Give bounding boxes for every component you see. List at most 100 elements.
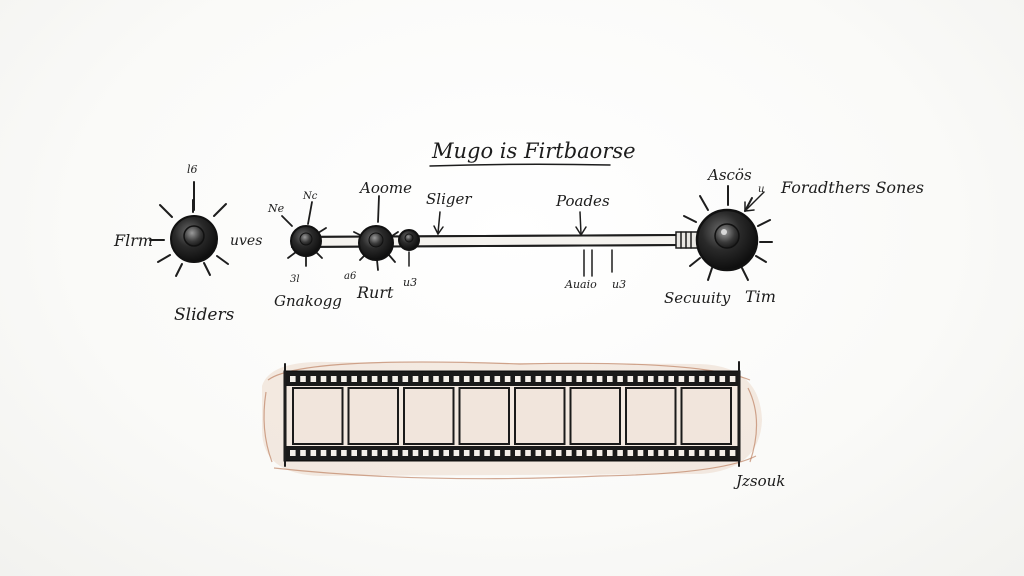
sprocket-hole bbox=[709, 376, 715, 382]
sprocket-hole bbox=[658, 376, 664, 382]
sprocket-hole bbox=[382, 450, 388, 456]
sprocket-hole bbox=[392, 450, 398, 456]
sprocket-hole bbox=[290, 450, 296, 456]
track-ticks bbox=[583, 249, 613, 277]
sprocket-hole bbox=[586, 450, 593, 456]
film-frame bbox=[458, 387, 510, 445]
film-frame bbox=[347, 387, 399, 445]
sprocket-hole bbox=[545, 376, 552, 382]
sprocket-hole bbox=[504, 450, 511, 456]
sprocket-hole bbox=[412, 376, 419, 382]
sprocket-hole bbox=[688, 450, 695, 456]
sprocket-hole bbox=[648, 376, 654, 382]
knob-b-bottom-small-label: a6 bbox=[344, 271, 357, 282]
knob-a-top-right-label: Nc bbox=[302, 191, 318, 202]
sprocket-hole bbox=[627, 376, 634, 382]
sprocket-hole bbox=[320, 450, 327, 456]
sprocket-hole bbox=[515, 450, 521, 456]
sprocket-hole bbox=[412, 450, 419, 456]
sprocket-hole bbox=[423, 450, 429, 456]
sprocket-hole bbox=[719, 450, 726, 456]
sprocket-hole bbox=[300, 376, 306, 382]
sprocket-hole bbox=[545, 450, 552, 456]
sprocket-hole bbox=[617, 450, 623, 456]
knob-b-top-label: Aoome bbox=[358, 179, 412, 197]
left-knob-left-label: Flrm bbox=[113, 231, 153, 250]
sprocket-hole bbox=[648, 450, 654, 456]
sprocket-hole bbox=[637, 450, 644, 456]
film-frames bbox=[292, 387, 732, 445]
film-frame bbox=[514, 387, 566, 445]
sprocket-hole bbox=[586, 376, 593, 382]
signature: Jzsouk bbox=[733, 472, 785, 490]
sprocket-hole bbox=[688, 376, 695, 382]
sprocket-hole bbox=[566, 376, 572, 382]
right-knob-side-label: Foradthers Sones bbox=[780, 178, 924, 197]
sprocket-hole bbox=[555, 450, 562, 456]
sprocket-hole bbox=[555, 376, 562, 382]
sprocket-hole bbox=[515, 376, 521, 382]
knob-a-bottom-label: Gnakogg bbox=[274, 292, 342, 310]
slider-track bbox=[291, 231, 699, 249]
sprocket-hole bbox=[709, 450, 715, 456]
sprocket-hole bbox=[361, 450, 368, 456]
sprocket-hole bbox=[433, 376, 439, 382]
sprocket-hole bbox=[341, 376, 347, 382]
film-frame bbox=[680, 387, 732, 445]
sprocket-hole bbox=[658, 450, 664, 456]
sprocket-hole bbox=[402, 376, 409, 382]
slider-knob-b: Aoome a6 Rurt bbox=[344, 179, 412, 302]
sprocket-hole bbox=[392, 376, 398, 382]
sprocket-hole bbox=[617, 376, 623, 382]
sprocket-hole bbox=[310, 376, 317, 382]
sprocket-hole bbox=[494, 450, 501, 456]
knob-b-bottom-label: Rurt bbox=[356, 283, 394, 302]
sprocket-hole bbox=[719, 376, 726, 382]
sprocket-hole bbox=[494, 376, 501, 382]
left-knob-cap bbox=[183, 225, 205, 247]
right-knob-top-label: Ascös bbox=[706, 166, 752, 184]
right-knob-cap bbox=[714, 223, 740, 249]
sprocket-hole bbox=[320, 376, 327, 382]
sprocket-hole bbox=[330, 450, 337, 456]
sprocket-hole bbox=[699, 376, 705, 382]
knob-a-top-left-label: Ne bbox=[267, 202, 285, 215]
right-knob-bottom-right-label: Tim bbox=[745, 287, 776, 306]
left-knob: l6 Flrm uves Sliders bbox=[113, 163, 262, 325]
left-knob-right-label: uves bbox=[230, 233, 262, 249]
sprocket-hole bbox=[351, 450, 357, 456]
knob-c-bottom-label: u3 bbox=[403, 276, 417, 289]
right-knob-rays bbox=[683, 185, 773, 281]
film-top-band bbox=[285, 372, 739, 386]
sprocket-hole bbox=[668, 376, 674, 382]
sprocket-hole bbox=[607, 376, 613, 382]
track-thread bbox=[675, 231, 699, 249]
sprocket-hole bbox=[371, 450, 378, 456]
sprocket-hole bbox=[535, 450, 542, 456]
sprocket-hole bbox=[463, 376, 470, 382]
sprocket-hole bbox=[607, 450, 613, 456]
sprocket-hole bbox=[330, 376, 337, 382]
tick-label-left: Auaio bbox=[564, 278, 597, 291]
film-frame bbox=[569, 387, 621, 445]
track-label: Sliger bbox=[426, 190, 472, 208]
sprocket-hole bbox=[453, 376, 460, 382]
sprocket-hole bbox=[423, 376, 429, 382]
sprocket-hole bbox=[341, 450, 347, 456]
sprocket-hole bbox=[678, 376, 685, 382]
knob-a-bottom-small-label: 3l bbox=[290, 274, 300, 285]
film-frame bbox=[292, 387, 344, 445]
sprocket-hole bbox=[484, 376, 490, 382]
film-bottom-band bbox=[285, 446, 739, 460]
right-knob-bottom-left-label: Secuuity bbox=[664, 289, 731, 307]
sprocket-hole bbox=[361, 376, 368, 382]
sprocket-hole bbox=[290, 376, 296, 382]
sprocket-hole bbox=[576, 450, 582, 456]
sprocket-hole bbox=[443, 376, 449, 382]
sprocket-hole bbox=[402, 450, 409, 456]
sprocket-hole bbox=[637, 376, 644, 382]
sprocket-hole bbox=[484, 450, 490, 456]
sprocket-hole bbox=[729, 450, 736, 456]
sprocket-hole bbox=[504, 376, 511, 382]
